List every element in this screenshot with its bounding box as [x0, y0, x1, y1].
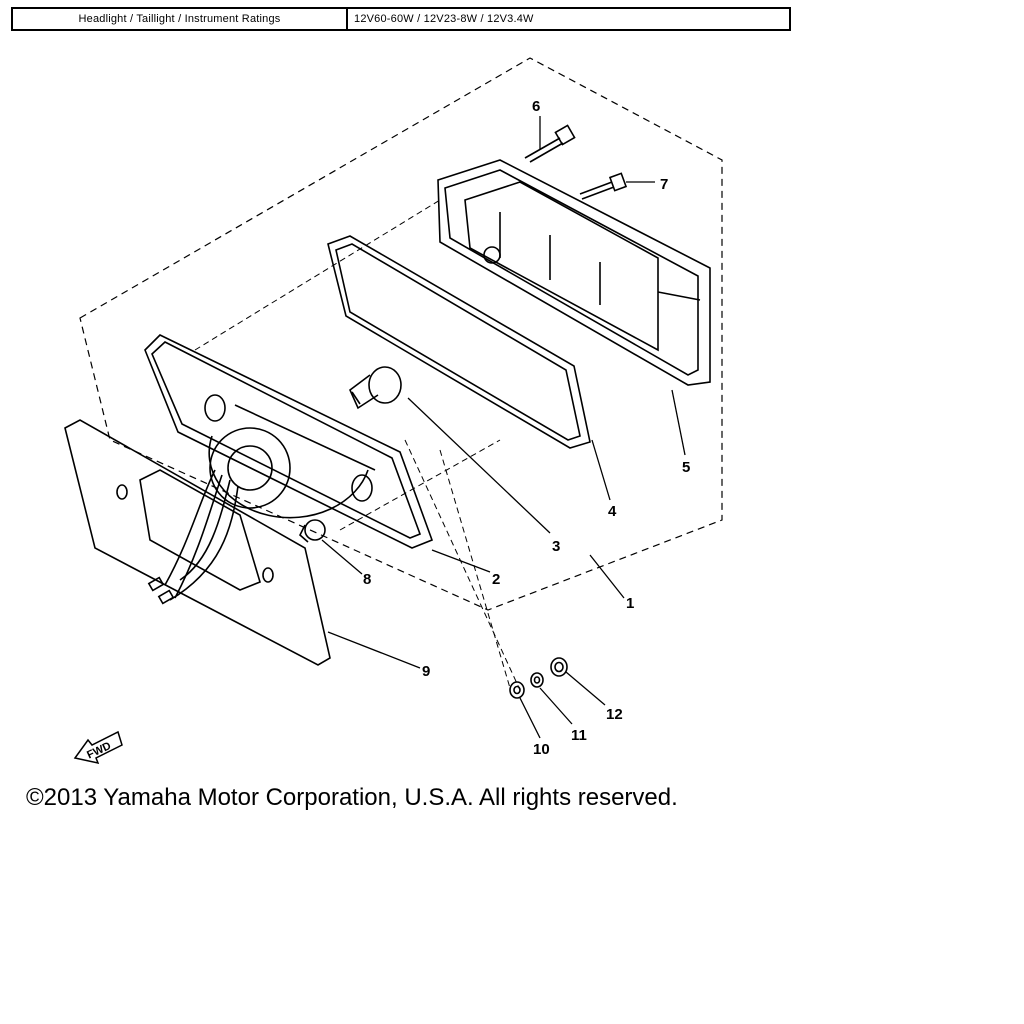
callout-labels: 1 2 3 4 5 6 7 8 9 10 11 12: [363, 98, 690, 758]
ratings-table: Headlight / Taillight / Instrument Ratin…: [11, 7, 791, 31]
callout-5: 5: [682, 459, 690, 476]
copyright-notice: ©2013 Yamaha Motor Corporation, U.S.A. A…: [26, 784, 678, 811]
callout-7: 7: [660, 176, 668, 193]
ratings-value: 12V60-60W / 12V23-8W / 12V3.4W: [354, 13, 534, 25]
assembly-boundary: [79, 57, 723, 611]
callout-10: 10: [533, 741, 550, 758]
screw-part-6: [524, 124, 576, 163]
bulb-part: [349, 366, 402, 410]
callout-11: 11: [571, 727, 587, 744]
callout-2: 2: [492, 571, 500, 588]
callout-9: 9: [422, 663, 430, 680]
forward-arrow-icon: FWD: [73, 730, 123, 765]
callout-1: 1: [626, 595, 634, 612]
taillight-exploded-diagram: 1 2 3 4 5 6 7 8 9 10 11 12 FWD: [64, 57, 723, 765]
alignment-lines: [194, 199, 521, 691]
callout-8: 8: [363, 571, 371, 588]
lens-part: [144, 334, 434, 549]
callout-12: 12: [606, 706, 623, 723]
callout-4: 4: [608, 503, 617, 520]
leader-lines: [321, 116, 686, 739]
lamp-housing-part: [437, 159, 711, 386]
base-plate-part: [64, 419, 331, 666]
lens-gasket-part: [327, 235, 591, 449]
washers-and-nut: [509, 657, 568, 699]
ratings-label: Headlight / Taillight / Instrument Ratin…: [13, 9, 348, 29]
small-bulb-part: [299, 519, 326, 543]
screw-part-7: [579, 172, 628, 200]
wiring-harness: [147, 469, 239, 605]
callout-6: 6: [532, 98, 540, 115]
callout-3: 3: [552, 538, 560, 555]
